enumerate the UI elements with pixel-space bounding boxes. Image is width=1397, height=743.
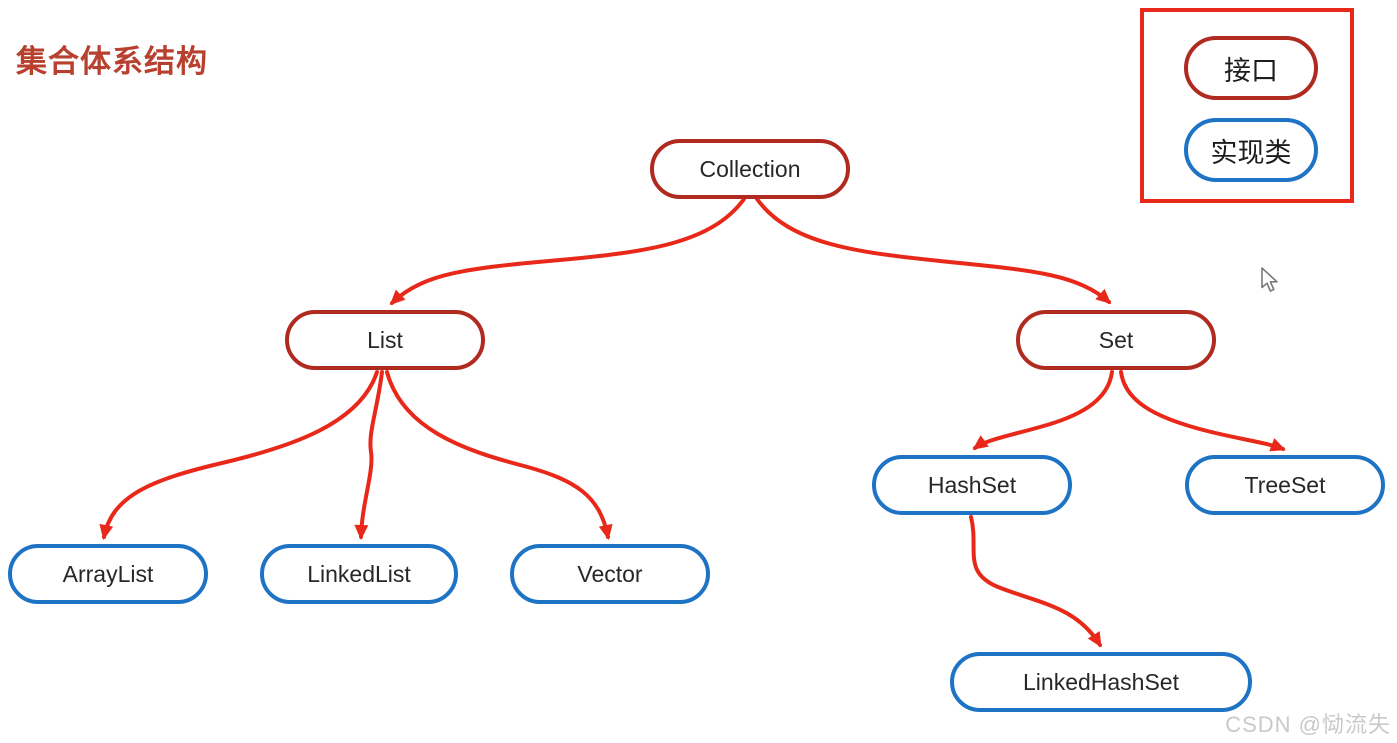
watermark: CSDN @恸流失 xyxy=(1225,712,1391,737)
node-treeset: TreeSet xyxy=(1185,455,1385,515)
node-list: List xyxy=(285,310,485,370)
edge-collection-list xyxy=(389,197,746,306)
edge-set-hashset xyxy=(972,370,1114,450)
node-hashset-label: HashSet xyxy=(927,471,1017,498)
legend-interface-label: 接口 xyxy=(1224,55,1278,86)
node-linkedlist-label: LinkedList xyxy=(307,560,411,587)
page-title: 集合体系结构 xyxy=(16,44,208,79)
edge-list-linkedlist xyxy=(354,370,384,540)
node-list-label: List xyxy=(367,326,403,353)
node-vector: Vector xyxy=(510,544,710,604)
node-arraylist: ArrayList xyxy=(8,544,208,604)
mouse-cursor-icon xyxy=(1261,267,1278,292)
legend-box: 接口 实现类 xyxy=(1140,8,1354,203)
edge-set-treeset xyxy=(1119,370,1286,452)
node-vector-label: Vector xyxy=(577,560,643,587)
node-linkedhashset: LinkedHashSet xyxy=(950,652,1252,712)
node-hashset: HashSet xyxy=(872,455,1072,515)
node-treeset-label: TreeSet xyxy=(1244,471,1326,498)
node-arraylist-label: ArrayList xyxy=(62,560,154,587)
legend-implementation-pill: 实现类 xyxy=(1184,118,1318,182)
node-set: Set xyxy=(1016,310,1216,370)
edge-hashset-linkedhashset xyxy=(969,515,1102,648)
node-collection: Collection xyxy=(650,139,850,199)
node-linkedlist: LinkedList xyxy=(260,544,458,604)
node-linkedhashset-label: LinkedHashSet xyxy=(1023,668,1179,695)
legend-implementation-label: 实现类 xyxy=(1210,137,1292,168)
edge-collection-set xyxy=(755,197,1112,304)
node-collection-label: Collection xyxy=(699,155,801,182)
legend-interface-pill: 接口 xyxy=(1184,36,1318,100)
edge-list-arraylist xyxy=(99,370,379,540)
node-set-label: Set xyxy=(1098,326,1134,353)
edge-list-vector xyxy=(385,370,613,540)
